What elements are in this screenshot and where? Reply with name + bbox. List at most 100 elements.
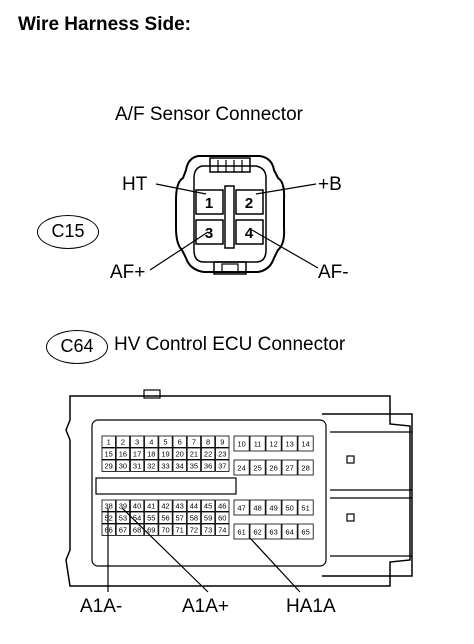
ecu-pin-12-cell [265,435,282,452]
ecu-pin-44: 44 [190,502,198,511]
af-plus-label: AF+ [110,262,146,283]
ecu-pin-42: 42 [161,502,169,511]
ecu-pin-63: 63 [269,528,277,537]
ecu-pin-60: 60 [218,514,226,523]
ecu-pin-16-cell [115,447,130,460]
ecu-pin-5-cell [158,435,173,448]
ecu-pin-61-cell [233,523,250,540]
ha1a-label: HA1A [286,596,336,617]
ecu-pin-56-cell [158,511,173,524]
a1a-plus-label: A1A+ [182,596,230,617]
af-pin-2: 2 [245,195,253,212]
ht-label: HT [122,174,148,195]
ecu-pin-40: 40 [133,502,141,511]
ecu-pin-53-cell [115,511,130,524]
ecu-pin-10-cell [233,435,250,452]
page-title: Wire Harness Side: [18,14,192,35]
af-minus-label: AF- [318,262,349,283]
ecu-pin-62-cell [249,523,266,540]
ecu-pin-57-cell [172,511,187,524]
af-connector-drawing [149,155,319,275]
ecu-pin-40-cell [129,499,145,512]
ecu-pin-13-cell [281,435,298,452]
ecu-pin-54: 54 [133,514,141,523]
ecu-pin-23-cell [215,447,230,460]
ecu-pin-48: 48 [253,504,261,513]
ecu-pin-73-cell [200,523,216,536]
ecu-pin-30-cell [115,459,130,472]
ecu-pin-59: 59 [204,514,212,523]
ecu-pin-70: 70 [161,526,169,535]
ecu-pin-58-cell [186,511,201,524]
af-connector-inner-shell [193,165,267,263]
ecu-pin-67: 67 [119,526,127,535]
ecu-pin-71: 71 [176,526,184,535]
ecu-pin-38-cell [101,499,116,512]
ecu-pin-29: 29 [105,462,113,471]
ecu-pin-72: 72 [190,526,198,535]
ecu-pin-66-cell [101,523,116,536]
ecu-pin-52-cell [101,511,116,524]
ha1a-leader [249,537,301,593]
ecu-pin-26-cell [265,459,282,476]
ecu-pin-25-cell [249,459,266,476]
ecu-pin-67-cell [115,523,130,536]
ecu-pin-11-cell [249,435,266,452]
ecu-pin-20-cell [172,447,187,460]
ecu-pin-62: 62 [253,528,261,537]
ecu-pin-21-cell [186,447,201,460]
ecu-connector-drawing [65,389,413,587]
ecu-pin-39-cell [115,499,130,512]
ecu-pin-17-cell [129,447,145,460]
ecu-pin-38: 38 [105,502,113,511]
ecu-pin-31-cell [129,459,145,472]
ecu-pin-66: 66 [105,526,113,535]
ecu-pin-45: 45 [204,502,212,511]
ecu-pin-25: 25 [253,464,261,473]
af-pin-cell-1 [195,189,224,215]
ecu-pin-51-cell [297,499,314,516]
b-plus-leader [255,183,317,195]
ecu-pin-2-cell [115,435,130,448]
ecu-pin-24: 24 [237,464,245,473]
ecu-pin-26: 26 [269,464,277,473]
ecu-pin-1-cell [101,435,116,448]
ecu-pin-28-cell [297,459,314,476]
ecu-connector-side-lock [322,413,413,577]
ecu-pin-64-cell [281,523,298,540]
af-pin-4: 4 [245,225,254,242]
af-connector-bottom-tab [213,261,247,275]
ecu-pin-74-cell [215,523,230,536]
ecu-pin-14: 14 [301,440,309,449]
ecu-pin-29-cell [101,459,116,472]
ecu-pin-6: 6 [178,438,182,447]
ecu-pin-11: 11 [254,440,262,449]
ecu-pin-55: 55 [147,514,155,523]
ecu-pin-23: 23 [218,450,226,459]
ecu-pin-30: 30 [119,462,127,471]
af-center-divider [224,185,235,249]
ecu-pin-4: 4 [149,438,153,447]
ecu-pin-9-cell [215,435,230,448]
af-pin-1: 1 [205,195,213,212]
ecu-pin-20: 20 [176,450,184,459]
af-connector-caption: A/F Sensor Connector [115,104,303,125]
ecu-pin-50-cell [281,499,298,516]
ecu-pin-35: 35 [190,462,198,471]
ht-leader [155,183,207,195]
ecu-pin-39: 39 [119,502,127,511]
ecu-pin-43-cell [172,499,187,512]
af-minus-leader [251,229,319,269]
ecu-pin-13: 13 [285,440,293,449]
ecu-pin-65: 65 [301,528,309,537]
ecu-pin-33: 33 [161,462,169,471]
af-pin-cell-2 [235,189,264,215]
ecu-face-plate [91,419,327,567]
ecu-pin-58: 58 [190,514,198,523]
ecu-pin-36-cell [200,459,216,472]
ecu-pin-33-cell [158,459,173,472]
ecu-lock-square-top [346,455,355,464]
ecu-pin-73: 73 [204,526,212,535]
ecu-pin-22-cell [200,447,216,460]
